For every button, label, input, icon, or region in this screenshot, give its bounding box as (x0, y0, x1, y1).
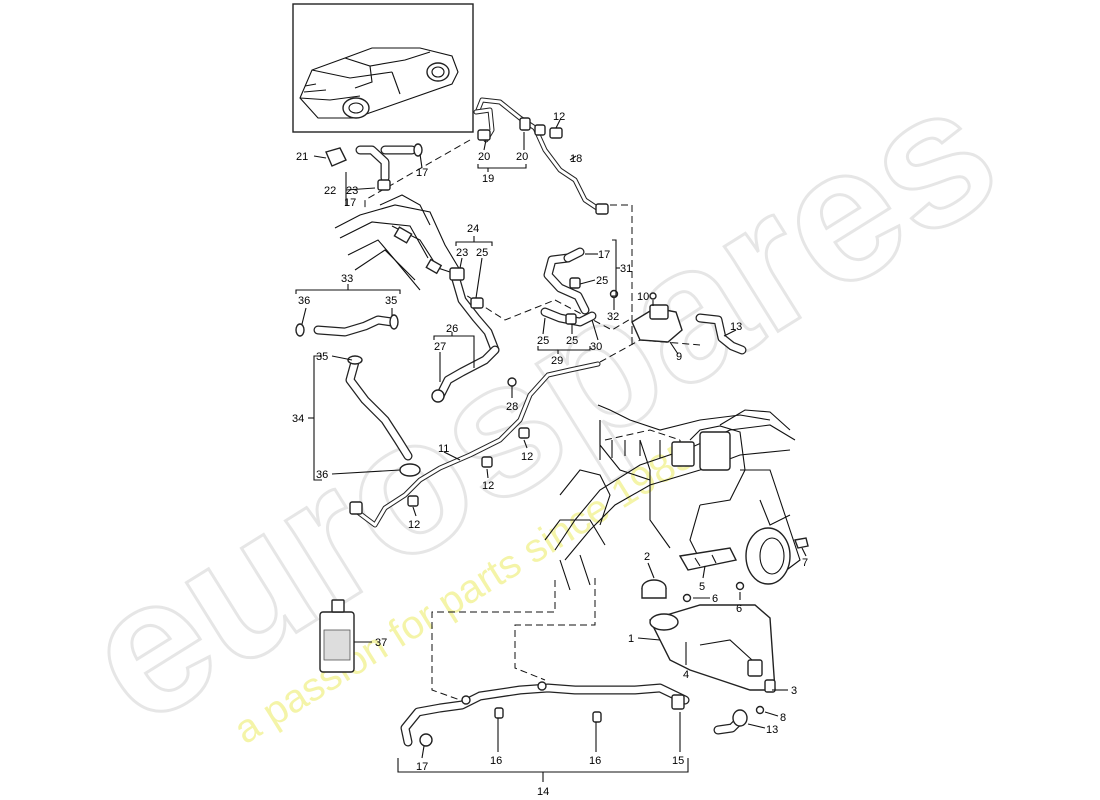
callout-8: 8 (780, 712, 786, 724)
callout-21: 21 (296, 151, 308, 163)
callout-13a: 13 (730, 321, 742, 333)
hose-20-left (473, 107, 495, 143)
hose-26 (431, 345, 517, 403)
leader-lines (295, 119, 807, 782)
callout-32: 32 (607, 311, 619, 323)
callout-35a: 35 (385, 295, 397, 307)
pipe-11 (349, 361, 601, 528)
callout-14: 14 (537, 786, 549, 798)
reservoir-1 (649, 604, 776, 693)
callout-12d: 12 (408, 519, 420, 531)
callout-23b: 23 (456, 247, 468, 259)
callout-10: 10 (637, 291, 649, 303)
clamps-12 (407, 427, 530, 507)
callout-18: 18 (570, 153, 582, 165)
callout-25a: 25 (476, 247, 488, 259)
engine-bay (334, 194, 801, 591)
hose-13-top (695, 313, 747, 355)
bolt-8 (755, 705, 765, 715)
callout-17b: 17 (416, 167, 428, 179)
callout-4: 4 (683, 669, 689, 681)
hose-24 (449, 267, 500, 355)
callout-36b: 36 (316, 469, 328, 481)
hose-13-bottom (713, 709, 748, 735)
hose-33 (295, 314, 399, 337)
callout-11: 11 (438, 443, 449, 455)
callout-25b: 25 (596, 275, 608, 287)
callout-16b: 16 (589, 755, 601, 767)
callout-1: 1 (628, 633, 634, 645)
callout-27: 27 (434, 341, 446, 353)
cap-2 (641, 579, 667, 599)
callout-20a: 20 (478, 151, 490, 163)
callout-25c: 25 (537, 335, 549, 347)
callout-5: 5 (699, 581, 705, 593)
callout-26: 26 (446, 323, 458, 335)
callout-17d: 17 (598, 249, 610, 261)
bracket-5 (678, 547, 738, 571)
callout-17a: 17 (416, 761, 428, 773)
callout-15: 15 (672, 755, 684, 767)
callout-34: 34 (292, 413, 304, 425)
coolant-bottle-37 (319, 599, 355, 673)
hose-34 (345, 355, 421, 477)
callout-12b: 12 (521, 451, 533, 463)
callout-29: 29 (551, 355, 563, 367)
callout-2: 2 (644, 551, 650, 563)
callout-24: 24 (467, 223, 479, 235)
callout-23a: 23 (346, 185, 358, 197)
bolts-6 (682, 581, 745, 603)
hose-31 (543, 247, 590, 315)
hose-18 (475, 97, 609, 215)
callout-labels: 1 2 3 4 5 6 6 7 8 9 10 11 12 12 12 12 13… (292, 111, 808, 798)
callout-22: 22 (324, 185, 336, 197)
callout-12c: 12 (482, 480, 494, 492)
callout-9: 9 (676, 351, 682, 363)
callout-28: 28 (506, 401, 518, 413)
callout-17c: 17 (344, 197, 356, 209)
hose-29-30 (540, 307, 597, 327)
callout-20b: 20 (516, 151, 528, 163)
hose-21-assembly (325, 143, 423, 191)
callout-36a: 36 (298, 295, 310, 307)
clip-7 (794, 537, 809, 549)
callout-33: 33 (341, 273, 353, 285)
callout-3: 3 (791, 685, 797, 697)
callout-25d: 25 (566, 335, 578, 347)
callout-6b: 6 (712, 593, 718, 605)
callout-12a: 12 (553, 111, 565, 123)
callout-7: 7 (802, 557, 808, 569)
watermark-brand: eurospares (49, 42, 1030, 765)
callout-37: 37 (375, 637, 387, 649)
callout-16a: 16 (490, 755, 502, 767)
vehicle-thumbnail (292, 3, 474, 133)
watermark: eurospares a passion for parts since 198… (48, 41, 1032, 767)
hose-20-right (519, 117, 546, 136)
callout-30: 30 (590, 341, 602, 353)
callout-35b: 35 (316, 351, 328, 363)
hose-14 (400, 681, 690, 747)
clamp-12-top (549, 127, 563, 139)
callout-13b: 13 (766, 724, 778, 736)
callout-31: 31 (620, 263, 632, 275)
valve-9 (631, 292, 683, 343)
callout-19: 19 (482, 173, 494, 185)
callout-6a: 6 (736, 603, 742, 615)
